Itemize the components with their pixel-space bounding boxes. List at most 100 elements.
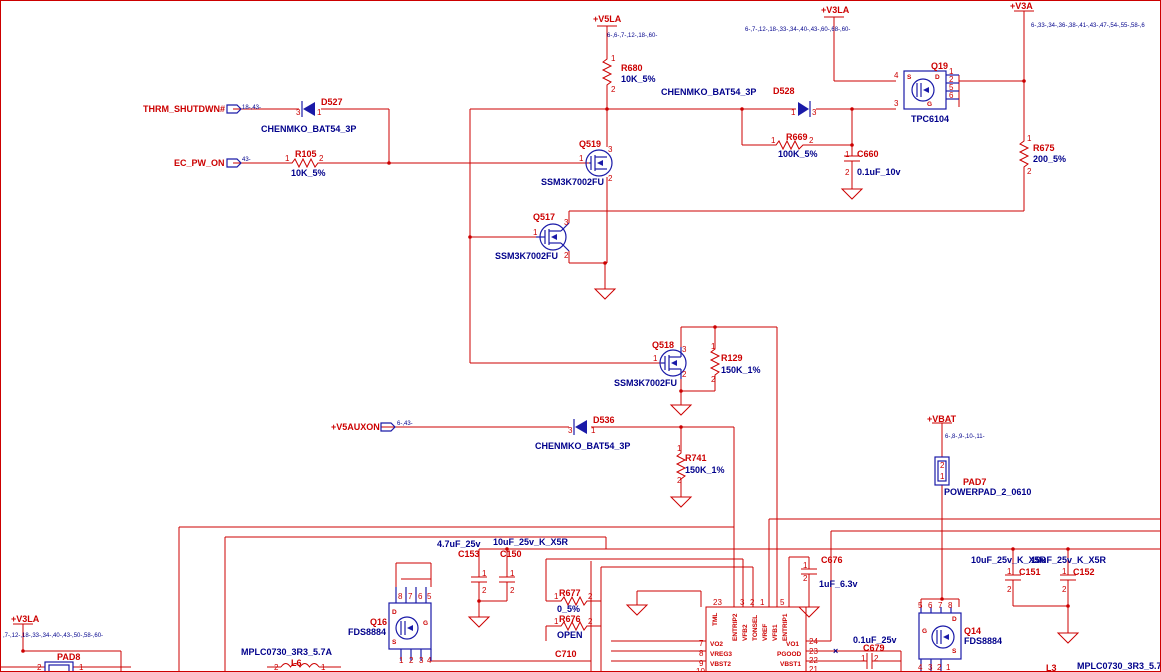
r741-value: 150K_1% [685,465,725,475]
svg-text:2: 2 [845,168,850,177]
svg-text:1: 1 [653,354,658,363]
pageref-ecpw: 43- [242,157,251,163]
connector-ec-pw-on: EC_PW_ON 43- [174,157,251,168]
svg-text:8: 8 [398,592,403,601]
l3-ref: L3 [1046,663,1057,672]
d527-value: CHENMKO_BAT54_3P [261,124,356,134]
power-rail-v5la: +V5LA 6-,6-,7-,12-,18-,60- [593,14,657,39]
l6-ref: L6 [291,658,302,668]
ic-pin-vfb1: VFB1 [772,624,779,641]
net-label-v3la: +V3LA [821,5,850,15]
r129-value: 150K_1% [721,365,761,375]
capacitor-c660: 12 C660 0.1uF_10v [844,149,901,177]
ic-top-pins: TML ENTRIP2 VFB2 TONSEL VREF VFB1 ENTRIP… [712,598,789,641]
power-rail-vbat: +VBAT 6-,8-,9-,10-,11- [927,414,985,440]
svg-text:2: 2 [510,586,515,595]
inductor-l3: L3 MPLC0730_3R3_5.7 [1046,661,1161,672]
ic-pinnum-8: 8 [699,649,704,658]
pageref-vbat: 6-,8-,9-,10-,11- [945,434,985,440]
svg-text:1: 1 [317,108,322,117]
svg-text:1: 1 [946,663,951,672]
ground-icon [467,616,491,628]
svg-text:3: 3 [682,345,687,354]
r105-ref: R105 [295,149,317,159]
svg-text:2: 2 [588,617,593,626]
c153-value: 4.7uF_25v [437,539,481,549]
r680-ref: R680 [621,63,643,73]
r677-ref: R677 [559,588,581,598]
svg-text:6: 6 [949,91,954,100]
q16-value: FDS8884 [348,627,386,637]
q19-value: TPC6104 [911,114,949,124]
d536-ref: D536 [593,415,615,425]
r741-ref: R741 [685,453,707,463]
q519-ref: Q519 [579,139,601,149]
ic-pinnum-7: 7 [699,639,704,648]
svg-text:2: 2 [803,574,808,583]
svg-text:×: × [833,646,838,656]
svg-text:D: D [935,74,940,81]
svg-text:1: 1 [399,656,404,665]
ground-icon [625,604,649,616]
r675-value: 200_5% [1033,154,1066,164]
ground-icon [1056,632,1080,644]
svg-text:3: 3 [928,663,933,672]
resistor-r680: 12 R680 10K_5% [601,53,656,94]
ground-icon [593,288,617,300]
c152-ref: C152 [1073,567,1095,577]
svg-text:1: 1 [79,663,84,672]
ic-pinnum-10: 10 [696,667,705,672]
ic-pin-vref: VREF [762,624,769,641]
l6-value: MPLC0730_3R3_5.7A [241,647,333,657]
ic-pin-vbst2: VBST2 [710,661,731,668]
power-rail-v3la-bottom: +V3LA ,7-,12-,18-,33-,34-,40-,43-,50-,58… [3,614,103,639]
r129-ref: R129 [721,353,743,363]
ic-pin-tonsel: TONSEL [752,615,759,641]
svg-text:1: 1 [771,136,776,145]
r675-ref: R675 [1033,143,1055,153]
svg-text:4: 4 [918,663,923,672]
svg-text:2: 2 [682,370,687,379]
svg-text:6: 6 [418,592,423,601]
svg-text:1: 1 [321,663,326,672]
l3-value: MPLC0730_3R3_5.7 [1077,661,1161,671]
r676-ref: R676 [559,614,581,624]
q518-value: SSM3K7002FU [614,378,677,388]
svg-text:4: 4 [427,656,432,665]
d528-ref: D528 [773,86,795,96]
pad-pad7: 21 PAD7 POWERPAD_2_0610 [934,456,1031,497]
net-label-ecpw: EC_PW_ON [174,158,225,168]
ic-pin-vo1: VO1 [786,641,799,648]
svg-text:G: G [927,101,932,108]
ic-pinnum-22: 22 [809,656,818,665]
svg-text:1: 1 [791,108,796,117]
q518-ref: Q518 [652,340,674,350]
ic-pinnum-2: 2 [750,598,755,607]
power-rail-v3la: +V3LA 6-,7-,12-,18-,33-,34-,40-,43-,60-,… [745,5,850,33]
ground-icon [669,496,693,508]
c150-value: 10uF_25v_K_X5R [493,537,569,547]
c660-ref: C660 [857,149,879,159]
ic-pinnum-23: 23 [713,598,722,607]
ic-pin-vfb2: VFB2 [742,624,749,641]
ic-right-pins: VO1 PGOOD VBST1 24 23 22 21 [777,637,818,671]
ic-left-pins: VO2 VREG3 VBST2 7 8 9 10 [696,639,732,672]
resistor-r129: 12 R129 150K_1% [709,341,761,384]
r676-value: OPEN [557,630,583,640]
pageref-v5la: 6-,6-,7-,12-,18-,60- [607,33,657,39]
ic-pin-vreg3: VREG3 [710,651,732,658]
c710-ref: C710 [555,649,577,659]
controller-ic: TML ENTRIP2 VFB2 TONSEL VREF VFB1 ENTRIP… [696,598,838,672]
q19-ref: Q19 [931,61,948,71]
pageref-v5aux: 6-,43- [397,421,413,427]
svg-text:2: 2 [274,663,279,672]
capacitor-c151: 12 C151 10uF_25v_K_X5R [971,555,1047,594]
svg-text:1: 1 [845,150,850,159]
ic-pinnum-5: 5 [780,598,785,607]
